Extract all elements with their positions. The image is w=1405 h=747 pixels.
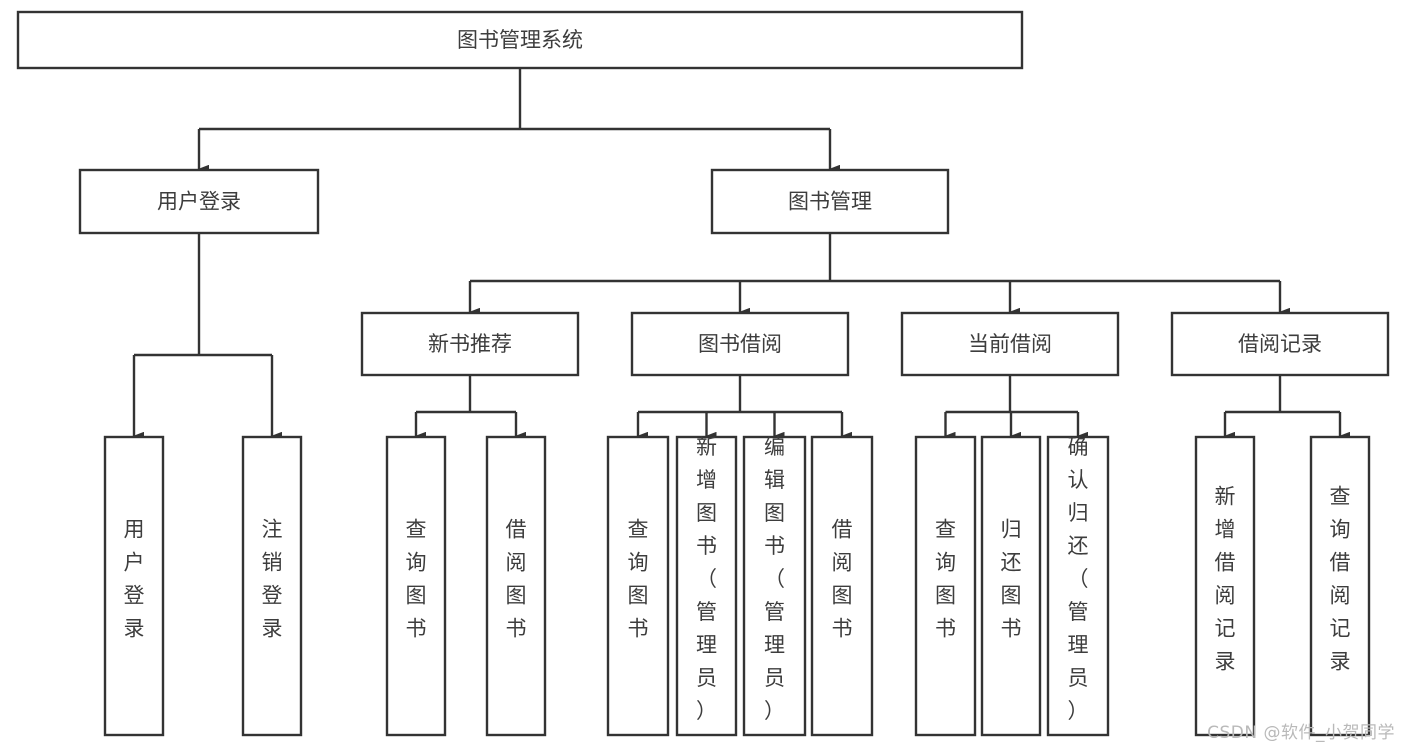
node-box-leaf-query-book-1 [385, 435, 447, 737]
node-l2-book-manage[interactable]: 图书管理 [710, 168, 950, 235]
edges-layer [132, 68, 1350, 441]
node-leaf-add-record[interactable]: 新增借阅记录 [1194, 435, 1256, 737]
node-label-leaf-borrow-book-2: 借阅图书 [832, 518, 853, 641]
node-box-leaf-return-book [980, 435, 1042, 737]
node-box-leaf-add-record [1194, 435, 1256, 737]
node-root[interactable]: 图书管理系统 [16, 10, 1024, 70]
node-label-l3-new-book-rec: 新书推荐 [428, 332, 512, 356]
node-box-l2-book-manage [710, 168, 950, 235]
node-leaf-query-book-1[interactable]: 查询图书 [385, 435, 447, 737]
node-leaf-query-book-2[interactable]: 查询图书 [606, 435, 670, 737]
node-l2-user-login[interactable]: 用户登录 [78, 168, 320, 235]
node-leaf-edit-book[interactable]: 编辑图书（管理员） [742, 435, 807, 737]
node-label-leaf-add-book: 新增图书（管理员） [696, 435, 717, 723]
node-leaf-query-book-3[interactable]: 查询图书 [914, 435, 977, 737]
node-l3-current-borrow[interactable]: 当前借阅 [900, 311, 1120, 377]
node-box-leaf-user-login [103, 435, 165, 737]
node-box-l2-user-login [78, 168, 320, 235]
node-box-l3-book-borrow [630, 311, 850, 377]
nodes-layer: 图书管理系统用户登录图书管理新书推荐图书借阅当前借阅借阅记录用户登录注销登录查询… [16, 10, 1390, 737]
node-label-leaf-query-book-3: 查询图书 [935, 518, 956, 641]
node-label-leaf-user-login: 用户登录 [124, 518, 145, 641]
node-label-l3-current-borrow: 当前借阅 [968, 332, 1052, 356]
node-box-l3-current-borrow [900, 311, 1120, 377]
node-leaf-logout[interactable]: 注销登录 [241, 435, 303, 737]
node-box-leaf-add-book [675, 435, 738, 737]
node-box-leaf-logout [241, 435, 303, 737]
node-label-leaf-query-record: 查询借阅记录 [1330, 485, 1351, 674]
node-label-leaf-borrow-book-1: 借阅图书 [506, 518, 527, 641]
node-leaf-confirm-return[interactable]: 确认归还（管理员） [1046, 435, 1110, 737]
node-box-leaf-edit-book [742, 435, 807, 737]
node-l3-borrow-record[interactable]: 借阅记录 [1170, 311, 1390, 377]
node-label-leaf-query-book-1: 查询图书 [406, 518, 427, 641]
node-box-l3-borrow-record [1170, 311, 1390, 377]
node-l3-book-borrow[interactable]: 图书借阅 [630, 311, 850, 377]
node-box-leaf-borrow-book-1 [485, 435, 547, 737]
node-label-leaf-query-book-2: 查询图书 [628, 518, 649, 641]
node-leaf-user-login[interactable]: 用户登录 [103, 435, 165, 737]
node-leaf-query-record[interactable]: 查询借阅记录 [1309, 435, 1371, 737]
node-box-root [16, 10, 1024, 70]
node-leaf-borrow-book-2[interactable]: 借阅图书 [810, 435, 874, 737]
node-label-leaf-add-record: 新增借阅记录 [1215, 485, 1236, 674]
node-leaf-borrow-book-1[interactable]: 借阅图书 [485, 435, 547, 737]
node-label-root: 图书管理系统 [457, 28, 583, 52]
node-leaf-return-book[interactable]: 归还图书 [980, 435, 1042, 737]
node-box-leaf-borrow-book-2 [810, 435, 874, 737]
node-label-leaf-edit-book: 编辑图书（管理员） [764, 435, 785, 723]
node-leaf-add-book[interactable]: 新增图书（管理员） [675, 435, 738, 737]
node-box-leaf-confirm-return [1046, 435, 1110, 737]
node-label-l3-book-borrow: 图书借阅 [698, 332, 782, 356]
node-box-leaf-query-book-3 [914, 435, 977, 737]
node-l3-new-book-rec[interactable]: 新书推荐 [360, 311, 580, 377]
node-label-leaf-logout: 注销登录 [262, 518, 283, 641]
node-box-leaf-query-record [1309, 435, 1371, 737]
node-box-l3-new-book-rec [360, 311, 580, 377]
node-label-leaf-confirm-return: 确认归还（管理员） [1068, 435, 1089, 723]
node-label-l2-book-manage: 图书管理 [788, 190, 872, 214]
node-box-leaf-query-book-2 [606, 435, 670, 737]
node-label-l2-user-login: 用户登录 [157, 190, 241, 214]
node-label-l3-borrow-record: 借阅记录 [1238, 332, 1322, 356]
node-label-leaf-return-book: 归还图书 [1001, 518, 1022, 641]
